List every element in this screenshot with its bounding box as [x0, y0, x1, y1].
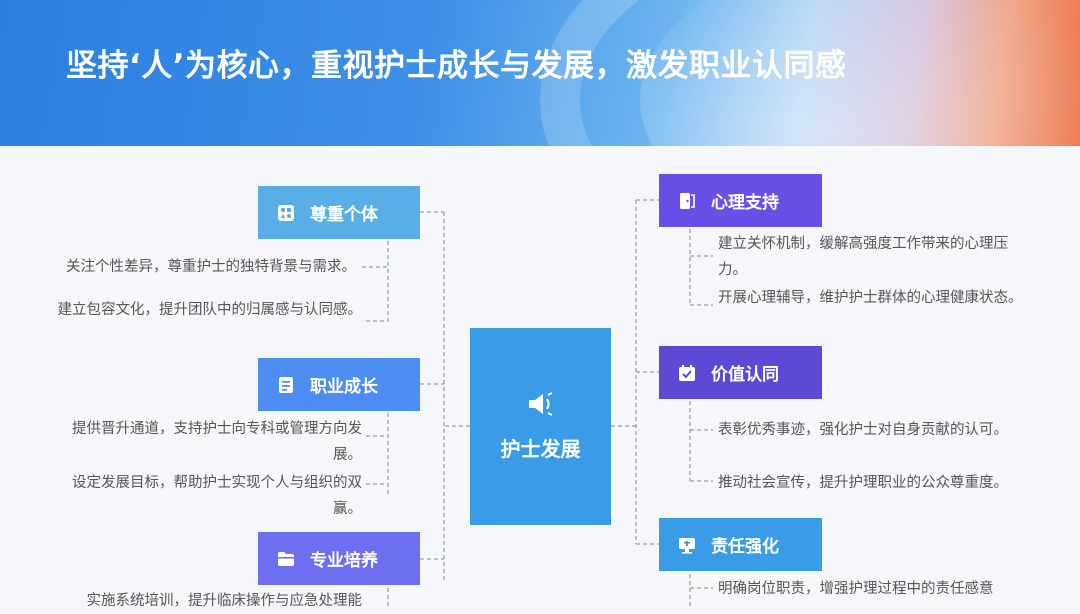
leaf-value-2: 推动社会宣传，提升护理职业的公众尊重度。 — [718, 475, 1008, 491]
topic-label: 心理支持 — [711, 193, 779, 213]
leaf-career-2: 设定发展目标，帮助护士实现个人与组织的双赢。 — [72, 475, 362, 517]
leaf-psych-1: 建立关怀机制，缓解高强度工作带来的心理压力。 — [718, 236, 1008, 278]
leaf-career-1: 提供晋升通道，支持护士向专科或管理方向发展。 — [72, 421, 362, 463]
topic-responsibility[interactable]: 责任强化 — [659, 518, 822, 571]
header-banner: 坚持‘人’为核心，重视护士成长与发展，激发职业认同感 — [0, 0, 1080, 146]
topic-label: 专业培养 — [310, 551, 378, 571]
center-topic-nurse-development[interactable]: 护士发展 — [470, 328, 611, 525]
monitor-icon — [677, 535, 697, 555]
decorative-glow — [640, 0, 1080, 146]
topic-label: 尊重个体 — [310, 205, 378, 225]
folder-icon — [276, 549, 296, 569]
topic-respect-individual[interactable]: 尊重个体 — [258, 186, 420, 239]
leaf-respect-1: 关注个性差异，尊重护士的独特背景与需求。 — [66, 259, 356, 275]
leaf-value-1: 表彰优秀事迹，强化护士对自身贡献的认可。 — [718, 422, 1008, 438]
calendar-icon — [677, 363, 697, 383]
topic-label: 价值认同 — [711, 365, 779, 385]
megaphone-icon — [527, 391, 555, 421]
center-label: 护士发展 — [500, 437, 581, 461]
leaf-responsibility-1: 明确岗位职责，增强护理过程中的责任感意 — [718, 581, 994, 597]
document-icon — [276, 375, 296, 395]
topic-professional-training[interactable]: 专业培养 — [258, 532, 420, 585]
topic-value-recognition[interactable]: 价值认同 — [659, 346, 822, 399]
topic-psychological-support[interactable]: 心理支持 — [659, 174, 822, 227]
leaf-training-1: 实施系统培训，提升临床操作与应急处理能 — [86, 593, 363, 609]
shapes-icon — [276, 203, 296, 223]
topic-career-growth[interactable]: 职业成长 — [258, 358, 420, 411]
door-icon — [677, 191, 697, 211]
topic-label: 责任强化 — [711, 537, 779, 557]
leaf-respect-2: 建立包容文化，提升团队中的归属感与认同感。 — [57, 302, 363, 318]
page-title: 坚持‘人’为核心，重视护士成长与发展，激发职业认同感 — [66, 48, 847, 84]
leaf-psych-2: 开展心理辅导，维护护士群体的心理健康状态。 — [718, 290, 1023, 306]
connector-lines — [362, 199, 713, 608]
topic-label: 职业成长 — [310, 377, 378, 397]
